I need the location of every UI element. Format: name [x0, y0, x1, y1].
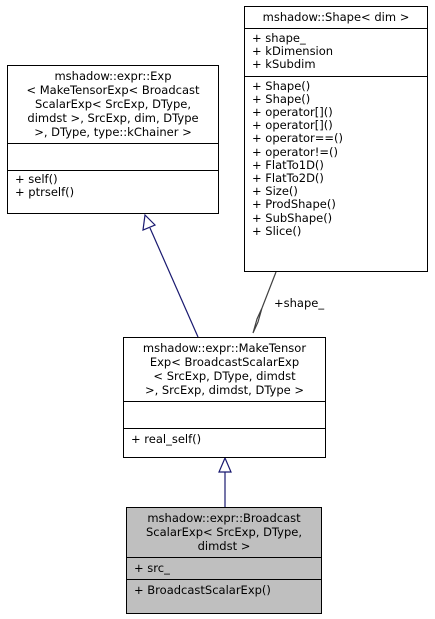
- inheritance-arrow-head-make-tensor: [218, 456, 232, 473]
- attribute-item: + shape_: [252, 31, 306, 45]
- class-node-broadcast-scalar-exp[interactable]: mshadow::expr::Broadcast ScalarExp< SrcE…: [126, 507, 322, 614]
- title-line: >, DType, type::kChainer >: [34, 125, 192, 139]
- method-item: + real_self(): [131, 432, 202, 446]
- method-item: + Slice(): [252, 223, 302, 238]
- method-item: + operator!=(): [252, 144, 338, 159]
- title-line: < SrcExp, DType, dimdst: [153, 369, 296, 383]
- class-node-exp[interactable]: mshadow::expr::Exp < MakeTensorExp< Broa…: [7, 65, 219, 214]
- method-item: + Shape(): [252, 78, 311, 93]
- class-methods-shape: + Shape() + Shape() + operator[]() + ope…: [245, 75, 427, 241]
- method-item: + operator[](): [252, 118, 333, 133]
- class-methods-exp: + self() + ptrself(): [8, 170, 218, 202]
- class-node-make-tensor-exp[interactable]: mshadow::expr::MakeTensor Exp< Broadcast…: [123, 337, 326, 458]
- method-item: + BroadcastScalarExp(): [134, 583, 271, 598]
- title-line: ScalarExp< SrcExp, DType,: [34, 97, 191, 111]
- method-item: + FlatTo2D(): [252, 171, 324, 186]
- class-title-shape: mshadow::Shape< dim >: [245, 7, 427, 28]
- title-line: mshadow::expr::Broadcast: [147, 511, 301, 525]
- attribute-item: + kDimension: [252, 44, 334, 59]
- class-attributes-broadcast-scalar-exp: + src_: [127, 557, 321, 579]
- title-line: dimdst >, SrcExp, dim, DType: [27, 111, 199, 125]
- attribute-item: + src_: [134, 561, 170, 575]
- method-item: + FlatTo1D(): [252, 157, 324, 172]
- class-node-shape[interactable]: mshadow::Shape< dim > + shape_ + kDimens…: [244, 6, 428, 272]
- class-attributes-exp: [8, 143, 218, 170]
- method-item: + SubShape(): [252, 210, 333, 225]
- method-item: + operator[](): [252, 105, 333, 120]
- title-line: mshadow::expr::MakeTensor: [142, 341, 307, 355]
- class-attributes-shape: + shape_ + kDimension + kSubdim: [245, 28, 427, 76]
- composition-diamond-make-tensor: [252, 307, 263, 334]
- title-line: mshadow::Shape< dim >: [262, 10, 410, 24]
- method-item: + ptrself(): [15, 185, 75, 200]
- title-line: >, SrcExp, dimdst, DType >: [144, 383, 305, 397]
- inheritance-edge-make-tensor-to-exp: [149, 227, 199, 338]
- method-item: + operator==(): [252, 131, 343, 146]
- class-title-broadcast-scalar-exp: mshadow::expr::Broadcast ScalarExp< SrcE…: [127, 508, 321, 557]
- class-methods-make-tensor-exp: + real_self(): [124, 428, 325, 449]
- composition-edge-shape-to-make-tensor: [261, 271, 277, 309]
- method-item: + self(): [15, 172, 58, 186]
- class-attributes-make-tensor-exp: [124, 401, 325, 428]
- title-line: < MakeTensorExp< Broadcast: [26, 83, 200, 97]
- method-item: + Size(): [252, 184, 298, 199]
- title-line: mshadow::expr::Exp: [54, 69, 172, 83]
- method-item: + ProdShape(): [252, 197, 336, 212]
- inheritance-arrow-head-exp: [142, 213, 157, 231]
- edge-label-shape: +shape_: [274, 296, 325, 310]
- class-methods-broadcast-scalar-exp: + BroadcastScalarExp(): [127, 579, 321, 600]
- title-line: Exp< BroadcastScalarExp: [149, 355, 300, 369]
- method-item: + Shape(): [252, 91, 311, 106]
- class-title-exp: mshadow::expr::Exp < MakeTensorExp< Broa…: [8, 66, 218, 143]
- class-title-make-tensor-exp: mshadow::expr::MakeTensor Exp< Broadcast…: [124, 338, 325, 401]
- title-line: ScalarExp< SrcExp, DType,: [145, 525, 302, 539]
- attribute-item: + kSubdim: [252, 57, 316, 72]
- title-line: dimdst >: [197, 539, 251, 553]
